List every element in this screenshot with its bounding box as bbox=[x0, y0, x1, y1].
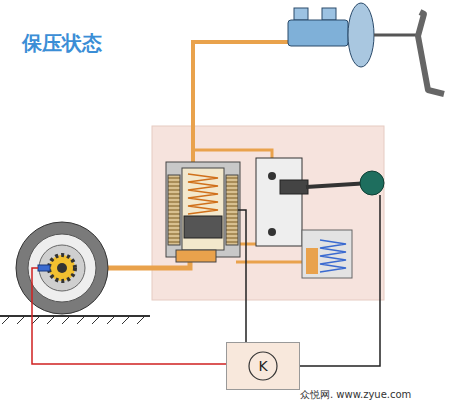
ground-hatch bbox=[2, 316, 145, 324]
controller-label: K bbox=[227, 357, 299, 375]
solenoid-valve bbox=[166, 162, 240, 257]
motor-wire bbox=[300, 195, 380, 366]
valve-seat bbox=[176, 250, 216, 262]
accumulator bbox=[302, 230, 352, 278]
sensor-wire bbox=[32, 268, 226, 364]
watermark: 众悦网. www.zyue.com bbox=[300, 388, 411, 402]
check-ball bbox=[268, 172, 276, 180]
armature bbox=[184, 216, 222, 238]
accumulator-spring bbox=[320, 240, 346, 272]
tire bbox=[16, 222, 108, 314]
tone-wheel bbox=[49, 255, 75, 281]
valve-chamber bbox=[182, 168, 224, 250]
pump-piston bbox=[280, 180, 308, 194]
reservoir bbox=[322, 8, 336, 20]
rim bbox=[28, 234, 96, 302]
wheel-speed-sensor bbox=[38, 265, 50, 271]
solenoid-coil bbox=[168, 175, 180, 245]
pump-motor bbox=[360, 171, 384, 195]
control-unit-box: K bbox=[226, 342, 300, 390]
accumulator-fluid bbox=[306, 248, 318, 274]
master-cylinder bbox=[288, 20, 348, 46]
axle bbox=[57, 263, 67, 273]
ground bbox=[0, 315, 150, 317]
reservoir bbox=[294, 8, 308, 20]
brake-pedal bbox=[418, 12, 444, 94]
check-ball bbox=[268, 228, 276, 236]
solenoid-coil bbox=[226, 175, 238, 245]
push-rod bbox=[374, 34, 418, 37]
return-valve-block bbox=[256, 158, 302, 246]
brake-booster bbox=[348, 3, 374, 67]
diagram-title: 保压状态 bbox=[22, 30, 102, 57]
brake-line bbox=[193, 42, 300, 172]
solenoid-wire bbox=[238, 210, 246, 342]
hydraulic-unit bbox=[152, 126, 384, 300]
valve-spring bbox=[188, 174, 218, 214]
hub bbox=[39, 245, 85, 291]
